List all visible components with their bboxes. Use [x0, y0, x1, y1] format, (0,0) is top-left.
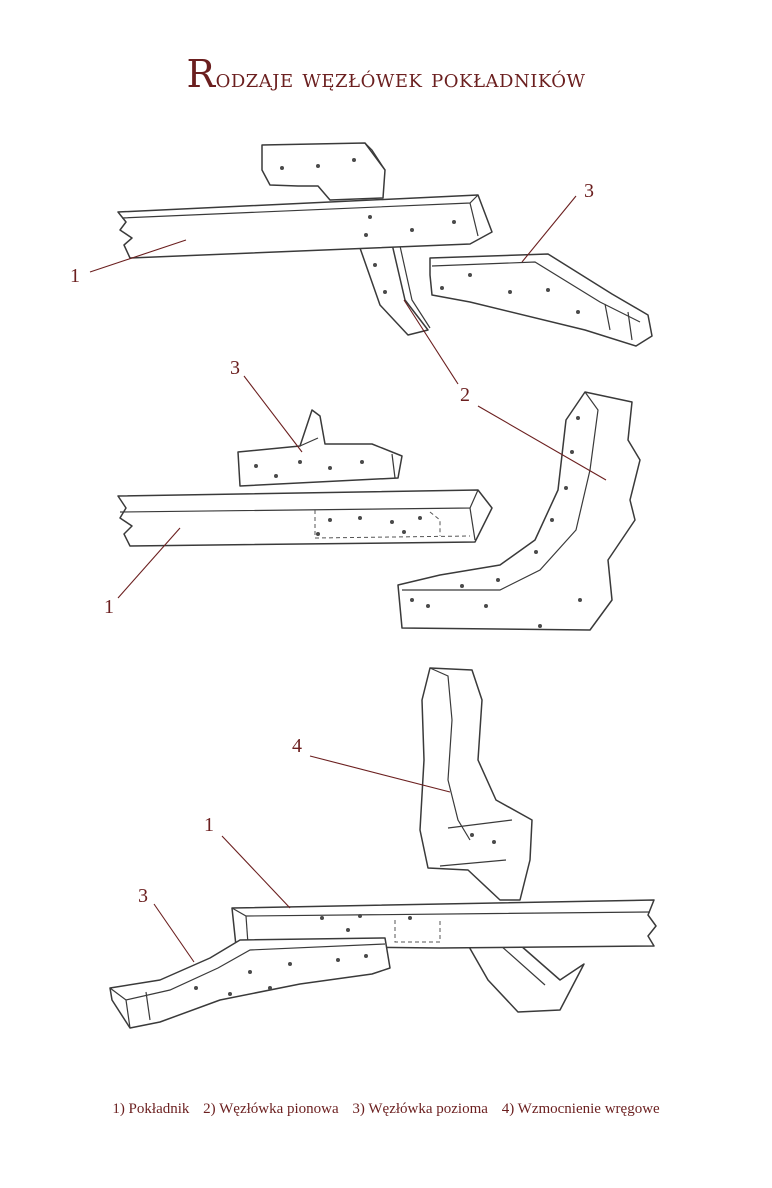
callout-4: 4: [292, 735, 302, 757]
middle-assembly: [117, 391, 641, 631]
callout-1-top: 1: [70, 265, 80, 287]
bottom-frame-reinforcement: [419, 667, 533, 901]
legend-item: 1) Pokładnik: [112, 1101, 190, 1117]
callout-1-bottom: 1: [204, 814, 214, 836]
callout-3-top: 3: [584, 180, 594, 202]
callout-numbers: 1 3 2 3 1 4 1 3: [70, 180, 594, 907]
legend-item: 4) Wzmocnienie wręgowe: [501, 1101, 660, 1117]
legend-item: 3) Węzłówka pozioma: [352, 1101, 488, 1117]
legend-item: 2) Węzłówka pionowa: [203, 1101, 339, 1117]
callout-3-bottom: 3: [138, 885, 148, 907]
middle-horizontal-knee: [237, 409, 403, 487]
middle-vertical-knee: [397, 391, 641, 631]
callout-1-middle: 1: [104, 596, 114, 618]
top-horizontal-knee: [429, 253, 653, 347]
bottom-frame-lower: [467, 944, 585, 1013]
title-rest: odzaje węzłówek pokładników: [215, 64, 586, 94]
title-first-letter: R: [186, 52, 216, 96]
bottom-assembly: [109, 667, 657, 1029]
legend: 1) Pokładnik 2) Węzłówka pionowa 3) Węzł…: [0, 1101, 772, 1118]
callout-3-middle: 3: [230, 357, 240, 379]
top-vertical-knee-upper: [261, 142, 386, 201]
middle-beam: [117, 489, 493, 547]
callout-2: 2: [460, 384, 470, 406]
page-title: Rodzaje węzłówek pokładników: [0, 52, 772, 96]
top-beam: [117, 194, 493, 259]
bottom-horizontal-knee: [109, 937, 391, 1029]
top-assembly: [117, 142, 653, 347]
leader-lines: [89, 195, 607, 963]
